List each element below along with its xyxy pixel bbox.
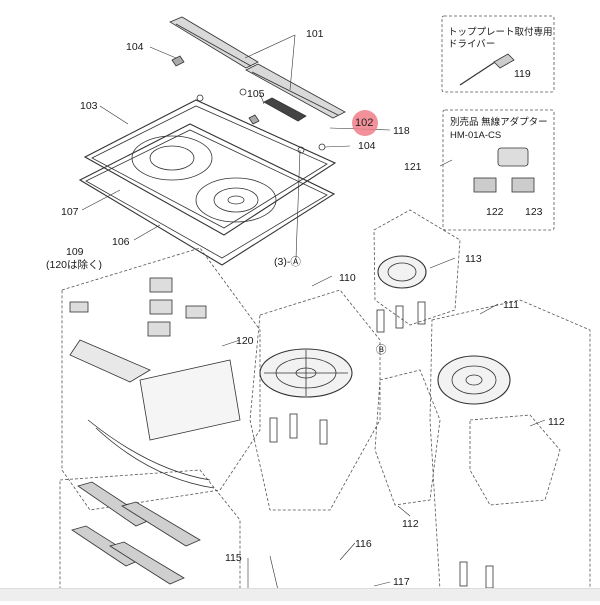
- springs: [269, 301, 494, 589]
- label-109: 109: [66, 246, 84, 258]
- label-3a: (3)-Ⓐ: [274, 256, 301, 268]
- highlight-marker: [352, 110, 378, 136]
- group-111: [429, 299, 591, 591]
- label-111: 111: [503, 299, 519, 311]
- vent-strip-101: [169, 16, 346, 119]
- label-115: 115: [225, 552, 242, 564]
- label-123: 123: [525, 206, 543, 218]
- screwdriver-119: [459, 53, 515, 86]
- tool-title-line1: トッププレート取付専用: [448, 27, 553, 38]
- box-adapter: [442, 109, 555, 231]
- top-plate-103: [83, 99, 337, 236]
- connector-105: [263, 97, 307, 122]
- frame-106-107: [78, 123, 336, 266]
- label-120: 120: [236, 335, 254, 347]
- label-121: 121: [404, 161, 422, 173]
- coil-113: [377, 255, 427, 289]
- adapter-title-line2: HM-01A-CS: [450, 130, 502, 141]
- label-109-note: (120は除く): [46, 259, 103, 271]
- label-116: 116: [355, 538, 372, 550]
- label-118: 118: [393, 125, 410, 137]
- group-109: [61, 247, 261, 511]
- label-110: 110: [339, 272, 356, 284]
- label-101: 101: [306, 28, 324, 40]
- frame-109-parts: [69, 277, 241, 489]
- box-tool: [441, 15, 555, 93]
- label-113: 113: [465, 253, 482, 265]
- group-112b: [469, 414, 561, 506]
- label-b: Ⓑ: [376, 344, 387, 356]
- screws-top: [171, 55, 326, 154]
- label-103: 103: [80, 100, 98, 112]
- adapter-title-line1: 別売品 無線アダプター: [450, 117, 548, 128]
- group-112a: [374, 369, 441, 506]
- coil-110: [259, 348, 353, 398]
- group-113: [373, 209, 461, 326]
- tool-title-line2: ドライバー: [448, 39, 496, 50]
- label-104-right: 104: [358, 140, 376, 152]
- label-107: 107: [61, 206, 79, 218]
- label-119: 119: [514, 68, 531, 80]
- adapter-parts: [473, 147, 535, 193]
- label-122: 122: [486, 206, 504, 218]
- label-112-right: 112: [548, 416, 565, 428]
- coil-111: [437, 355, 511, 405]
- label-102: 102: [355, 117, 374, 129]
- label-112-bottom: 112: [402, 518, 419, 530]
- group-110: [249, 289, 381, 511]
- label-117: 117: [393, 576, 410, 588]
- bottom-scroll-bar: [0, 588, 600, 601]
- label-106: 106: [112, 236, 130, 248]
- bottom-strips: [71, 481, 201, 585]
- label-105: 105: [247, 88, 265, 100]
- label-104-top: 104: [126, 41, 144, 53]
